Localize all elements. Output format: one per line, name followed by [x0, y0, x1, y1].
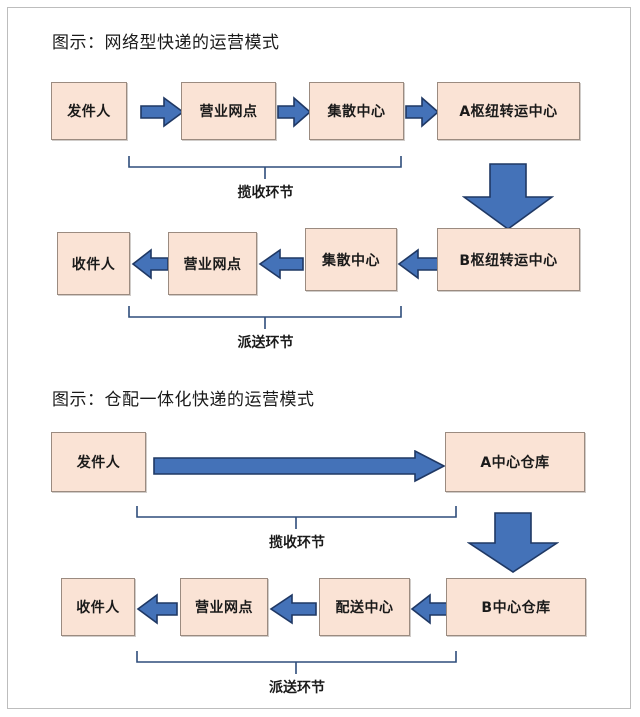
d1-node-distribution-center: 集散中心 [309, 82, 404, 140]
d2-arrow-right-long [153, 450, 446, 483]
d1-node-distribution-center-label: 集散中心 [327, 104, 386, 120]
d2-stage-label-delivery: 派送环节 [269, 680, 325, 696]
d2-node-branch-outlet: 营业网点 [180, 578, 268, 636]
d1-stage-label-pickup: 揽收环节 [237, 185, 294, 201]
d1-node-hub-transfer-center-a: A枢纽转运中心 [437, 82, 580, 140]
diagram-2-title: 图示：仓配一体化快递的运营模式 [52, 390, 315, 410]
d2-stage-label-pickup: 揽收环节 [269, 535, 325, 551]
d1-arrow-left-1 [131, 248, 169, 280]
d2-node-central-warehouse-a: A中心仓库 [445, 432, 585, 492]
diagram-1-title: 图示：网络型快递的运营模式 [52, 33, 280, 53]
d1-brace-delivery [128, 306, 402, 329]
d2-arrow-left-1 [136, 593, 178, 625]
d2-arrow-left-2 [269, 593, 317, 625]
d1-node-distribution-center-2-label: 集散中心 [322, 252, 380, 269]
d2-node-recipient-label: 收件人 [76, 600, 120, 616]
d1-arrow-right-1 [140, 96, 184, 128]
d2-node-delivery-center: 配送中心 [319, 578, 410, 636]
d2-brace-pickup [136, 506, 457, 529]
d1-node-hub-transfer-center-b-label: B枢纽转运中心 [459, 252, 558, 269]
d2-node-sender: 发件人 [51, 432, 146, 492]
d1-node-branch-outlet: 营业网点 [181, 82, 276, 140]
d2-node-delivery-center-label: 配送中心 [335, 600, 394, 616]
d2-arrow-down-big [467, 512, 559, 573]
d1-node-sender: 发件人 [51, 82, 127, 140]
d2-node-sender-label: 发件人 [76, 455, 121, 471]
d1-arrow-right-2 [277, 96, 311, 128]
d1-brace-pickup [128, 156, 402, 179]
d2-node-central-warehouse-a-label: A中心仓库 [480, 455, 550, 471]
d1-node-branch-outlet-2-label: 营业网点 [183, 256, 242, 273]
d1-node-branch-outlet-2: 营业网点 [168, 232, 257, 295]
d2-node-central-warehouse-b: B中心仓库 [446, 578, 586, 636]
d1-arrow-left-2 [258, 248, 304, 280]
d2-brace-delivery [136, 651, 457, 674]
d1-arrow-left-3 [397, 248, 439, 280]
d1-arrow-down-big [462, 163, 554, 230]
d1-node-distribution-center-2: 集散中心 [305, 228, 397, 291]
d1-node-recipient-label: 收件人 [71, 256, 116, 273]
d1-node-branch-outlet-label: 营业网点 [199, 104, 258, 120]
d2-node-recipient: 收件人 [61, 578, 135, 636]
d2-node-central-warehouse-b-label: B中心仓库 [481, 600, 551, 616]
d1-stage-label-delivery: 派送环节 [237, 335, 294, 351]
d1-node-sender-label: 发件人 [67, 104, 111, 120]
d1-node-hub-transfer-center-b: B枢纽转运中心 [437, 228, 580, 291]
d1-node-recipient: 收件人 [57, 232, 130, 295]
d2-arrow-left-3 [410, 593, 450, 625]
d1-node-hub-transfer-center-a-label: A枢纽转运中心 [459, 104, 558, 120]
d2-node-branch-outlet-label: 营业网点 [195, 600, 253, 616]
d1-arrow-right-3 [405, 96, 439, 128]
